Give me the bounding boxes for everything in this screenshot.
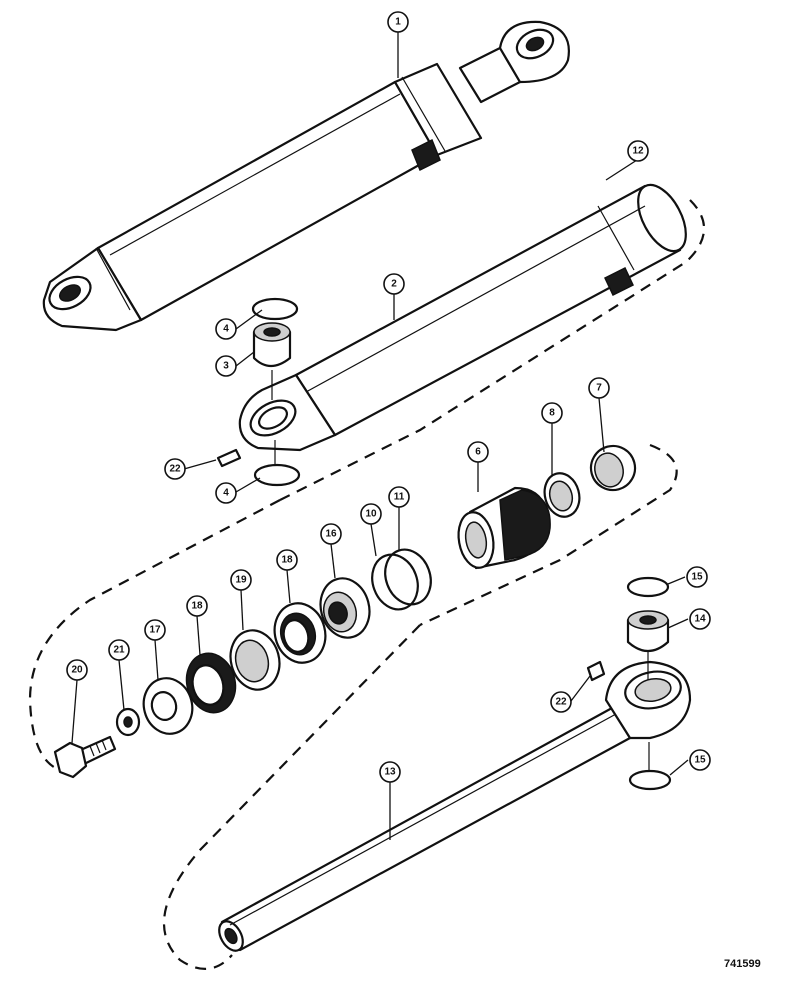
washer-17 <box>142 677 194 735</box>
callout-17: 17 <box>144 619 166 641</box>
svg-text:12: 12 <box>632 146 644 157</box>
callout-2: 2 <box>383 273 405 295</box>
svg-text:14: 14 <box>694 614 706 625</box>
barrel-group-outline <box>279 199 706 501</box>
svg-text:15: 15 <box>691 572 703 583</box>
svg-text:8: 8 <box>549 408 555 419</box>
svg-text:22: 22 <box>555 697 567 708</box>
grease-fitting-22-rod <box>586 660 606 682</box>
drawing-number: 741599 <box>724 958 761 970</box>
callout-18-upper: 18 <box>276 549 298 571</box>
piston-rod-13 <box>218 706 632 952</box>
svg-text:3: 3 <box>223 361 229 372</box>
bolt-20 <box>53 735 117 779</box>
svg-text:16: 16 <box>325 529 337 540</box>
bushing-3 <box>252 322 292 368</box>
callout-10: 10 <box>360 503 382 525</box>
snap-ring-15-upper <box>626 576 670 598</box>
rod-eye <box>604 660 692 740</box>
backup-ring-11 <box>384 548 432 606</box>
callout-4-lower: 4 <box>215 482 237 504</box>
seal-18-upper <box>273 602 327 664</box>
bushing-14 <box>626 610 670 653</box>
callout-11: 11 <box>388 486 410 508</box>
cylinder-barrel <box>216 183 687 468</box>
svg-text:10: 10 <box>365 509 377 520</box>
svg-text:21: 21 <box>113 645 125 656</box>
o-ring-10 <box>371 553 419 611</box>
callout-19: 19 <box>230 569 252 591</box>
svg-text:18: 18 <box>191 601 203 612</box>
svg-text:11: 11 <box>394 492 405 503</box>
svg-text:7: 7 <box>596 383 602 394</box>
callout-15-upper: 15 <box>686 566 708 588</box>
seal-19 <box>229 629 281 691</box>
seal-18-lower <box>185 652 237 714</box>
svg-text:6: 6 <box>475 447 481 458</box>
svg-text:1: 1 <box>395 17 401 28</box>
washer-21 <box>115 707 141 737</box>
callout-13: 13 <box>379 761 401 783</box>
svg-text:15: 15 <box>694 755 706 766</box>
callout-16: 16 <box>320 523 342 545</box>
wear-ring-7 <box>589 444 637 492</box>
svg-text:20: 20 <box>71 665 83 676</box>
snap-ring-15-lower <box>628 769 672 791</box>
callout-15-lower: 15 <box>689 749 711 771</box>
svg-text:18: 18 <box>281 555 293 566</box>
svg-text:22: 22 <box>169 464 181 475</box>
callout-22-rod: 22 <box>550 691 572 713</box>
callout-20: 20 <box>66 659 88 681</box>
callout-18-lower: 18 <box>186 595 208 617</box>
svg-text:13: 13 <box>384 767 396 778</box>
rod-group-outline <box>162 624 421 970</box>
svg-text:19: 19 <box>235 575 247 586</box>
callout-7: 7 <box>588 377 610 399</box>
leader-lines <box>71 32 689 840</box>
callout-6: 6 <box>467 441 489 463</box>
callout-14: 14 <box>689 608 711 630</box>
gland-16 <box>319 577 371 639</box>
snap-ring-4-upper <box>251 297 299 321</box>
seal-8 <box>543 472 581 518</box>
callout-1: 1 <box>387 11 409 33</box>
piston-group-outline <box>28 443 678 772</box>
callout-8: 8 <box>541 402 563 424</box>
callout-12: 12 <box>627 140 649 162</box>
callout-4-upper: 4 <box>215 318 237 340</box>
snap-ring-4-lower <box>253 463 301 487</box>
piston-6 <box>457 486 551 570</box>
callout-22-barrel: 22 <box>164 458 186 480</box>
assembled-cylinder <box>42 20 570 332</box>
svg-text:4: 4 <box>223 324 229 335</box>
svg-text:2: 2 <box>391 279 397 290</box>
callout-21: 21 <box>108 639 130 661</box>
svg-text:17: 17 <box>149 625 161 636</box>
svg-text:4: 4 <box>223 488 229 499</box>
callout-3: 3 <box>215 355 237 377</box>
